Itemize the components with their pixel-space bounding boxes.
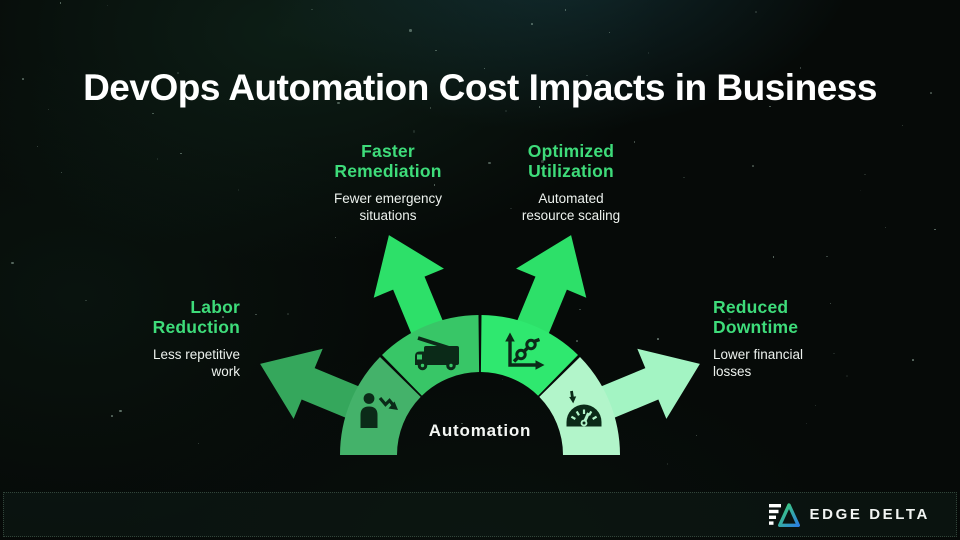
person-decline-icon xyxy=(360,393,398,428)
impact-description: Lower financial losses xyxy=(713,346,804,380)
labor-reduction-segment xyxy=(340,357,421,455)
impact-labor-reduction: Labor Reduction Less repetitive work xyxy=(88,297,240,381)
edge-delta-brand: EDGE DELTA xyxy=(768,502,930,528)
growth-chart-icon xyxy=(505,332,545,370)
impact-heading: Reduced Downtime xyxy=(713,297,799,337)
page-title: DevOps Automation Cost Impacts in Busine… xyxy=(83,66,877,108)
impact-heading: Labor Reduction xyxy=(152,297,240,337)
footer-bar: EDGE DELTA xyxy=(3,492,957,537)
impact-faster-remediation: Faster Remediation Fewer emergency situa… xyxy=(308,141,468,225)
impact-optimized-utilization: Optimized Utilization Automated resource… xyxy=(491,141,651,225)
gauge-down-icon xyxy=(566,390,602,427)
edge-delta-logo-icon xyxy=(768,502,800,527)
impact-heading: Faster Remediation xyxy=(334,141,442,181)
impact-description: Fewer emergency situations xyxy=(333,190,443,224)
impact-description: Less repetitive work xyxy=(152,346,240,380)
impact-description: Automated resource scaling xyxy=(521,190,621,224)
brand-name: EDGE DELTA xyxy=(809,506,930,523)
fire-truck-icon xyxy=(415,336,459,371)
impact-heading: Optimized Utilization xyxy=(527,141,615,181)
impact-reduced-downtime: Reduced Downtime Lower financial losses xyxy=(713,297,873,381)
automation-center-label: Automation xyxy=(428,421,532,440)
optimized-utilization-segment xyxy=(480,315,578,396)
